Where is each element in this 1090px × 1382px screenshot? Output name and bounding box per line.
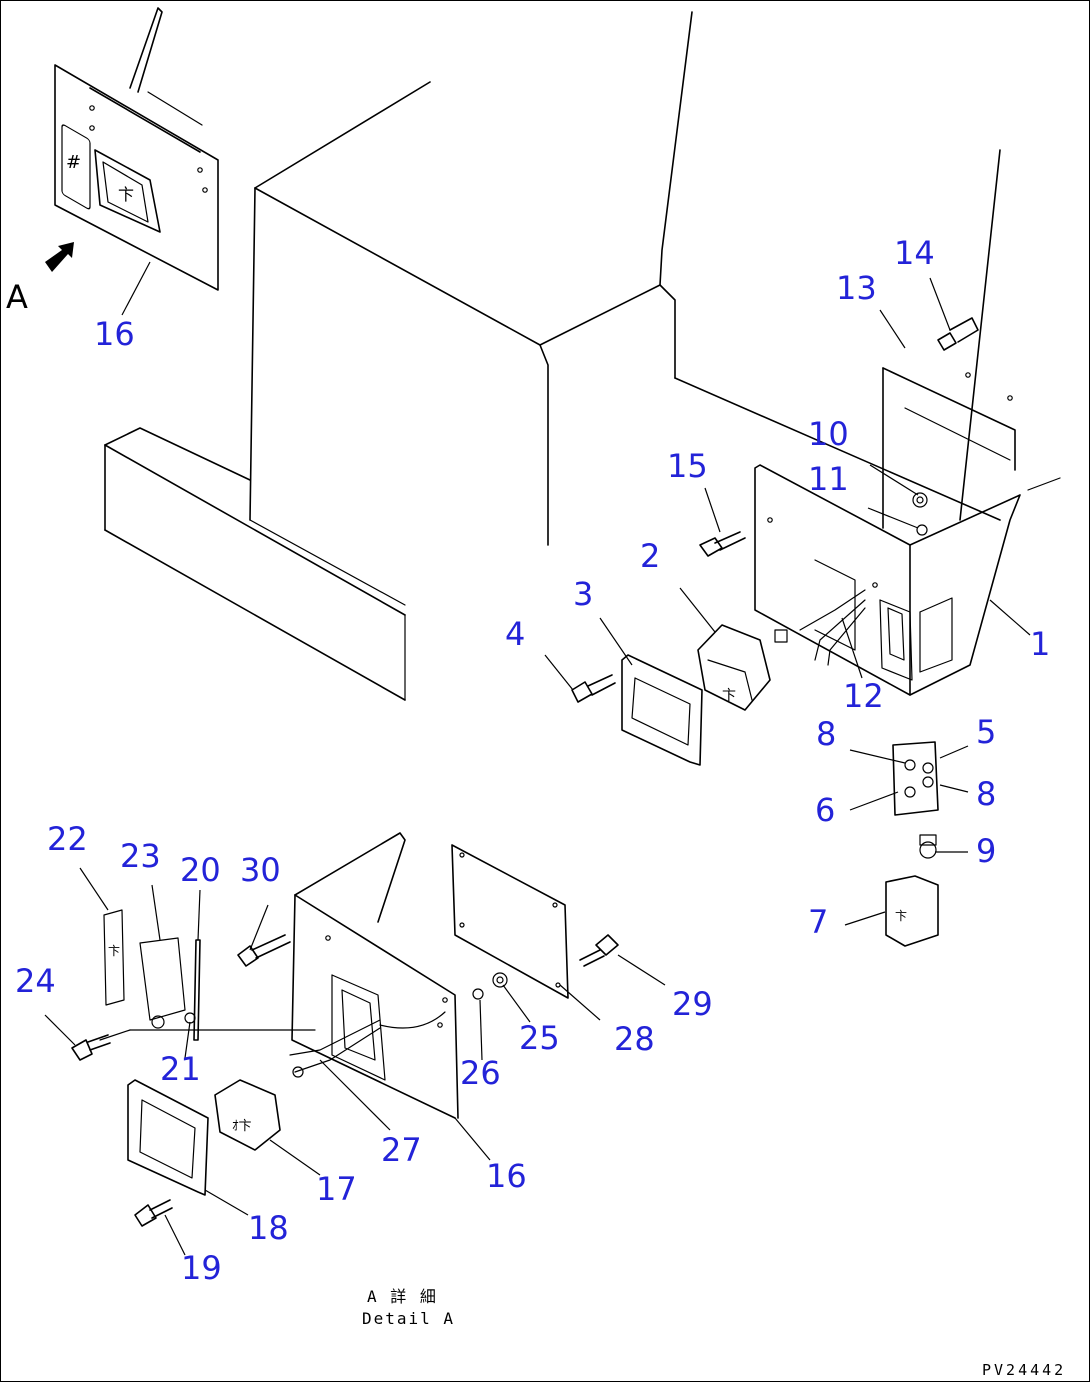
callout-2: 2	[640, 537, 661, 575]
callout-8-upper: 8	[816, 715, 837, 753]
callout-15: 15	[667, 447, 708, 485]
detail-caption-jp: A 詳 細	[367, 1287, 438, 1306]
callout-18: 18	[248, 1209, 289, 1247]
callout-17: 17	[316, 1170, 357, 1208]
callout-16-detail: 16	[486, 1157, 527, 1195]
callout-24: 24	[15, 962, 56, 1000]
callout-27: 27	[381, 1131, 422, 1169]
svg-text:卞: 卞	[895, 909, 907, 923]
svg-text:#: #	[66, 152, 81, 173]
callout-8-lower: 8	[976, 775, 997, 813]
callout-1: 1	[1030, 625, 1051, 663]
svg-text:卞: 卞	[118, 185, 134, 204]
callout-6: 6	[815, 791, 836, 829]
callout-9: 9	[976, 832, 997, 870]
callout-29: 29	[672, 985, 713, 1023]
callout-7: 7	[808, 903, 829, 941]
callout-19: 19	[181, 1249, 222, 1287]
callout-4: 4	[505, 615, 526, 653]
callout-3: 3	[573, 575, 594, 613]
view-a-panel: 卞 #	[45, 7, 219, 316]
detail-a-assembly: 卞 ｵ卞	[44, 832, 666, 1256]
svg-text:ｵ卞: ｵ卞	[232, 1119, 252, 1134]
callout-11: 11	[808, 460, 849, 498]
callout-21: 21	[160, 1050, 201, 1088]
detail-caption-en: Detail A	[362, 1309, 456, 1328]
callout-26: 26	[460, 1054, 501, 1092]
callout-16-view-a: 16	[94, 315, 135, 353]
callout-13: 13	[836, 269, 877, 307]
callout-25: 25	[519, 1019, 560, 1057]
drawing-code: PV24442	[982, 1361, 1067, 1379]
callout-28: 28	[614, 1020, 655, 1058]
callout-22: 22	[47, 820, 88, 858]
callout-5: 5	[976, 713, 997, 751]
callout-23: 23	[120, 837, 161, 875]
callout-30: 30	[240, 851, 281, 889]
svg-text:卞: 卞	[108, 944, 120, 958]
callout-12: 12	[843, 677, 884, 715]
view-a-letter: A	[6, 278, 28, 316]
callout-10: 10	[808, 415, 849, 453]
svg-text:卞: 卞	[722, 688, 736, 704]
machine-body	[104, 11, 1061, 701]
callout-20: 20	[180, 851, 221, 889]
callout-14: 14	[894, 234, 935, 272]
right-assembly: 卞 卞	[544, 277, 1031, 947]
